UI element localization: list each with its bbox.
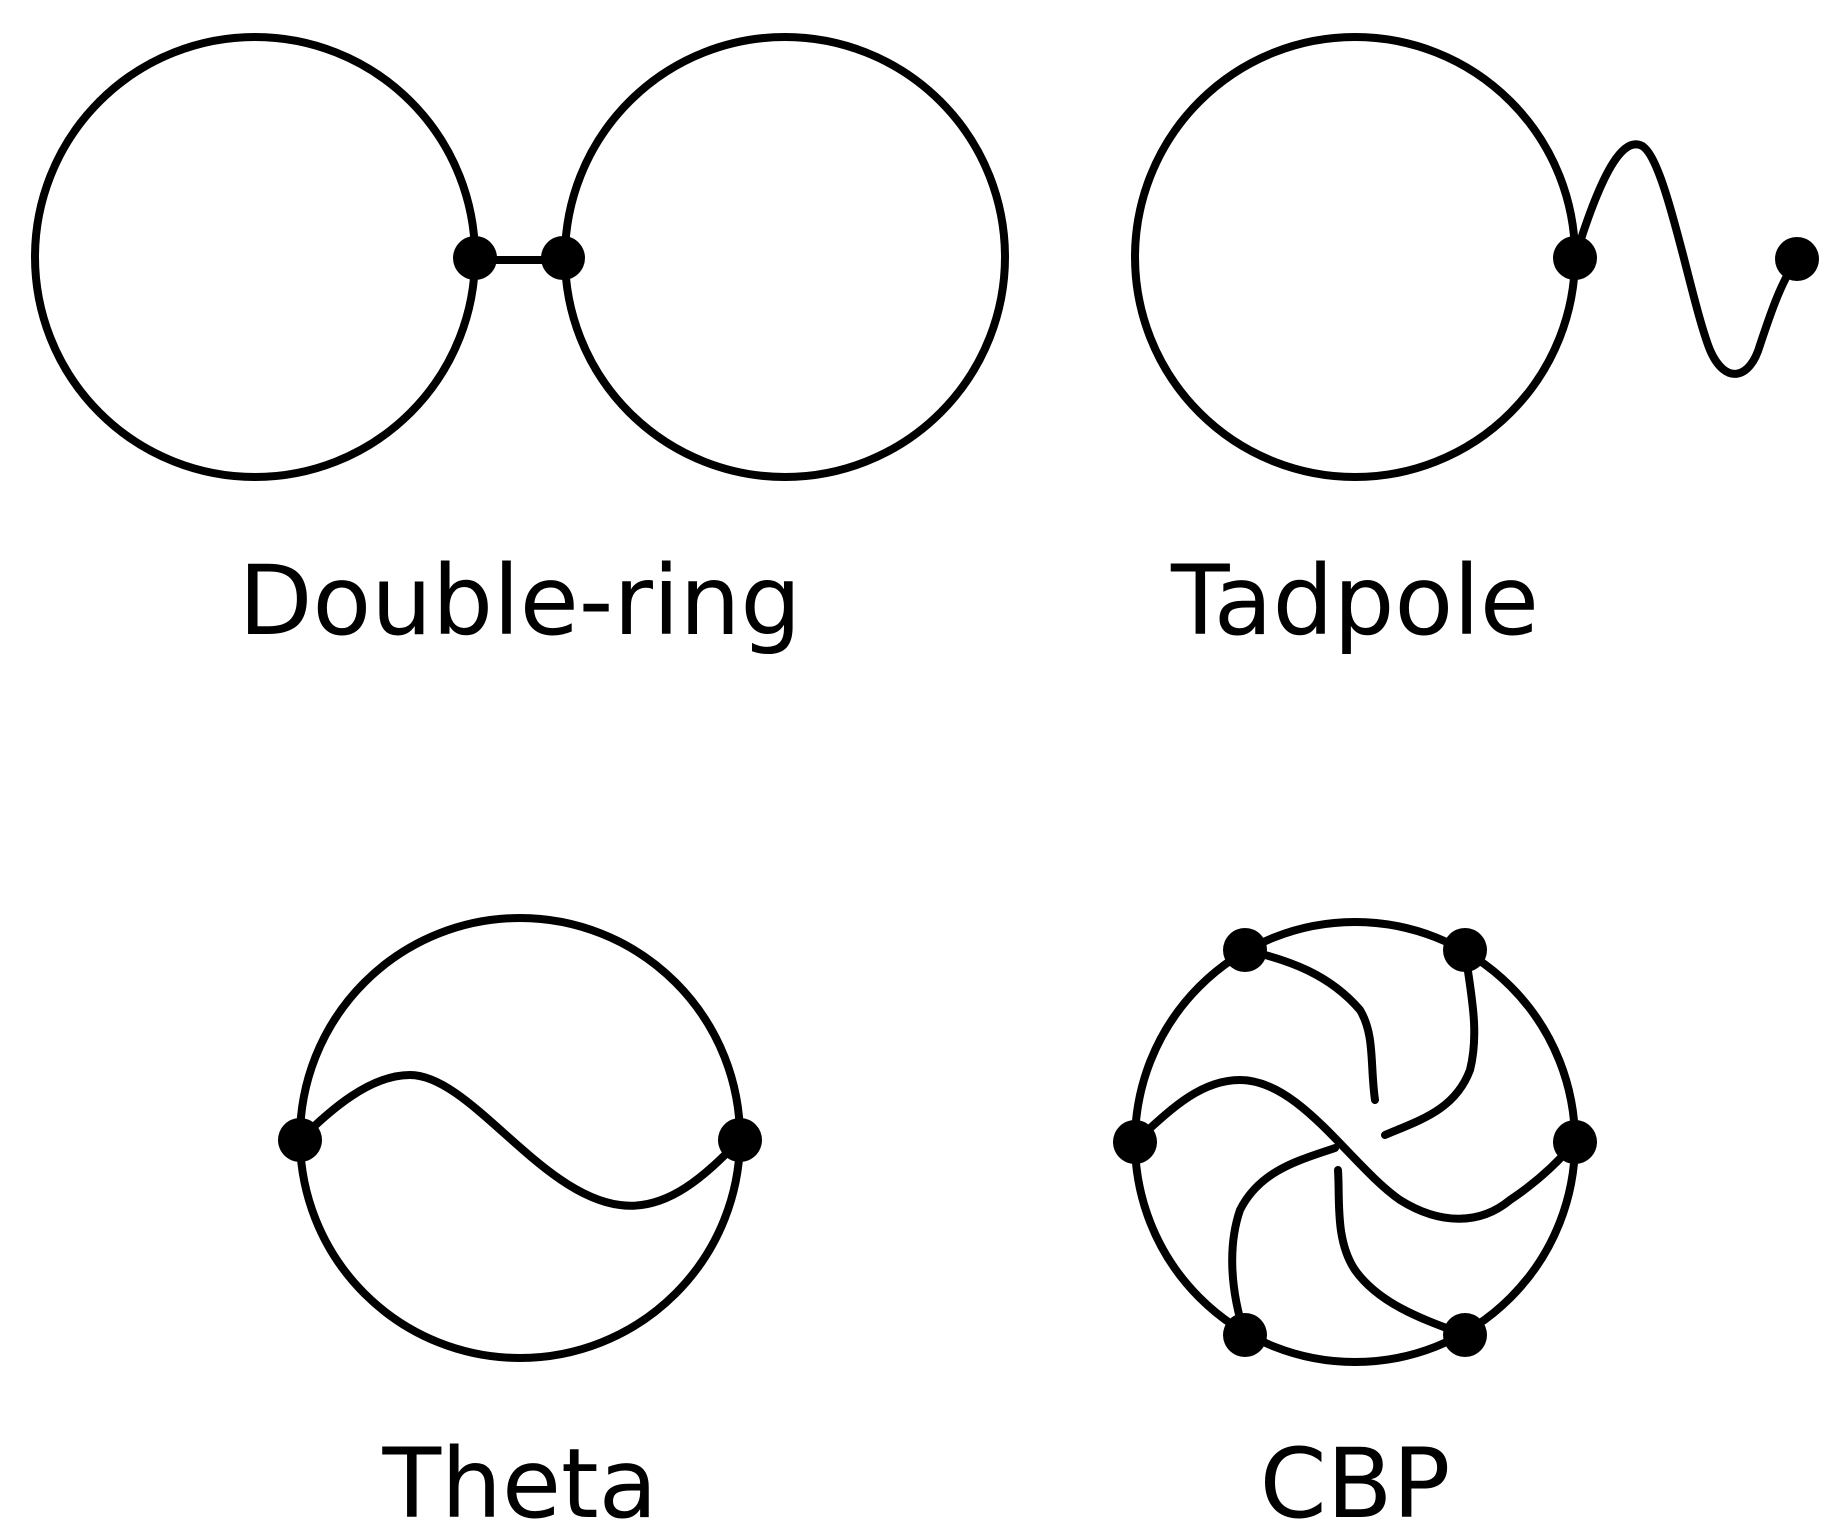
tadpole-ring [1131, 33, 1579, 481]
theta-ring [296, 914, 744, 1362]
double-ring-left-node [453, 236, 497, 280]
double-ring-left-ring [31, 33, 479, 481]
tadpole-ring-node [1553, 236, 1597, 280]
cbp-node-upper-right [1443, 928, 1487, 972]
cbp-ring [1131, 918, 1579, 1366]
cbp-strand-upper-right [1381, 946, 1479, 1139]
cbp-strand-upper-left [1241, 946, 1379, 1104]
cbp-node-lower-left [1223, 1313, 1267, 1357]
theta-figure: Theta [278, 914, 762, 1539]
double-ring-right-node [541, 236, 585, 280]
theta-label: Theta [381, 1428, 657, 1539]
theta-inner-curve [296, 1071, 744, 1210]
tadpole-figure: Tadpole [1131, 33, 1819, 657]
cbp-figure: CBP [1113, 918, 1597, 1539]
cbp-main-strand [1131, 1076, 1579, 1223]
tadpole-tail-end-node [1775, 237, 1819, 281]
cbp-node-upper-left [1223, 928, 1267, 972]
double-ring-figure: Double-ring [31, 33, 1009, 657]
double-ring-right-ring [561, 33, 1009, 481]
cbp-node-right [1553, 1120, 1597, 1164]
cbp-node-lower-right [1443, 1313, 1487, 1357]
tadpole-tail [1571, 140, 1799, 378]
theta-left-node [278, 1118, 322, 1162]
cbp-strand-lower-left [1228, 1144, 1339, 1339]
theta-right-node [718, 1118, 762, 1162]
cbp-node-left [1113, 1120, 1157, 1164]
double-ring-label: Double-ring [239, 545, 802, 657]
cbp-label: CBP [1260, 1428, 1451, 1539]
cbp-strand-lower-right [1334, 1166, 1469, 1339]
tadpole-label: Tadpole [1170, 545, 1539, 657]
